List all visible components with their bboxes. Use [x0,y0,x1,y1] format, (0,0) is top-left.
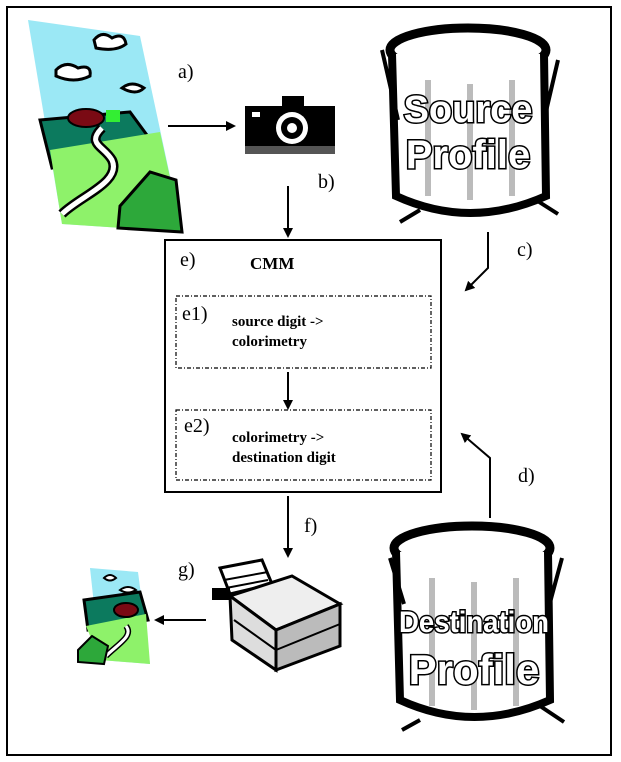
label-a: a) [178,61,194,83]
camera-icon [245,96,335,154]
destination-profile-line2: Profile [409,646,540,693]
source-profile-line1: Source [404,89,533,131]
destination-profile-icon [388,521,566,732]
arrow-destination-profile-to-cmm [460,432,491,518]
cmm-title: CMM [250,254,295,273]
label-b: b) [318,171,335,193]
step-e2-box [175,409,432,481]
label-e: e) [180,249,196,271]
source-profile-line2: Profile [406,133,530,177]
label-g: g) [178,559,195,581]
step-e2-text: colorimetry -> destination digit [232,428,336,468]
printer-icon [212,558,344,673]
step-e1-line1: source digit -> [232,314,324,330]
label-d: d) [518,465,535,487]
source-image-icon [28,20,184,234]
label-f: f) [304,515,318,537]
label-e2: e2) [184,415,210,437]
output-image-icon [77,568,150,666]
step-e1-line2: colorimetry [232,334,307,350]
step-e2-line1: colorimetry -> [232,430,325,446]
step-e1-box [175,295,432,369]
cmm-box [164,239,442,493]
label-c: c) [517,239,533,261]
step-e1-text: source digit -> colorimetry [232,312,324,352]
label-e1: e1) [182,303,208,325]
source-profile-icon [380,23,560,224]
diagram-frame [6,6,612,756]
destination-profile-line1: Destination [399,606,549,639]
step-e2-line2: destination digit [232,450,336,466]
arrow-source-profile-to-cmm [464,232,489,292]
